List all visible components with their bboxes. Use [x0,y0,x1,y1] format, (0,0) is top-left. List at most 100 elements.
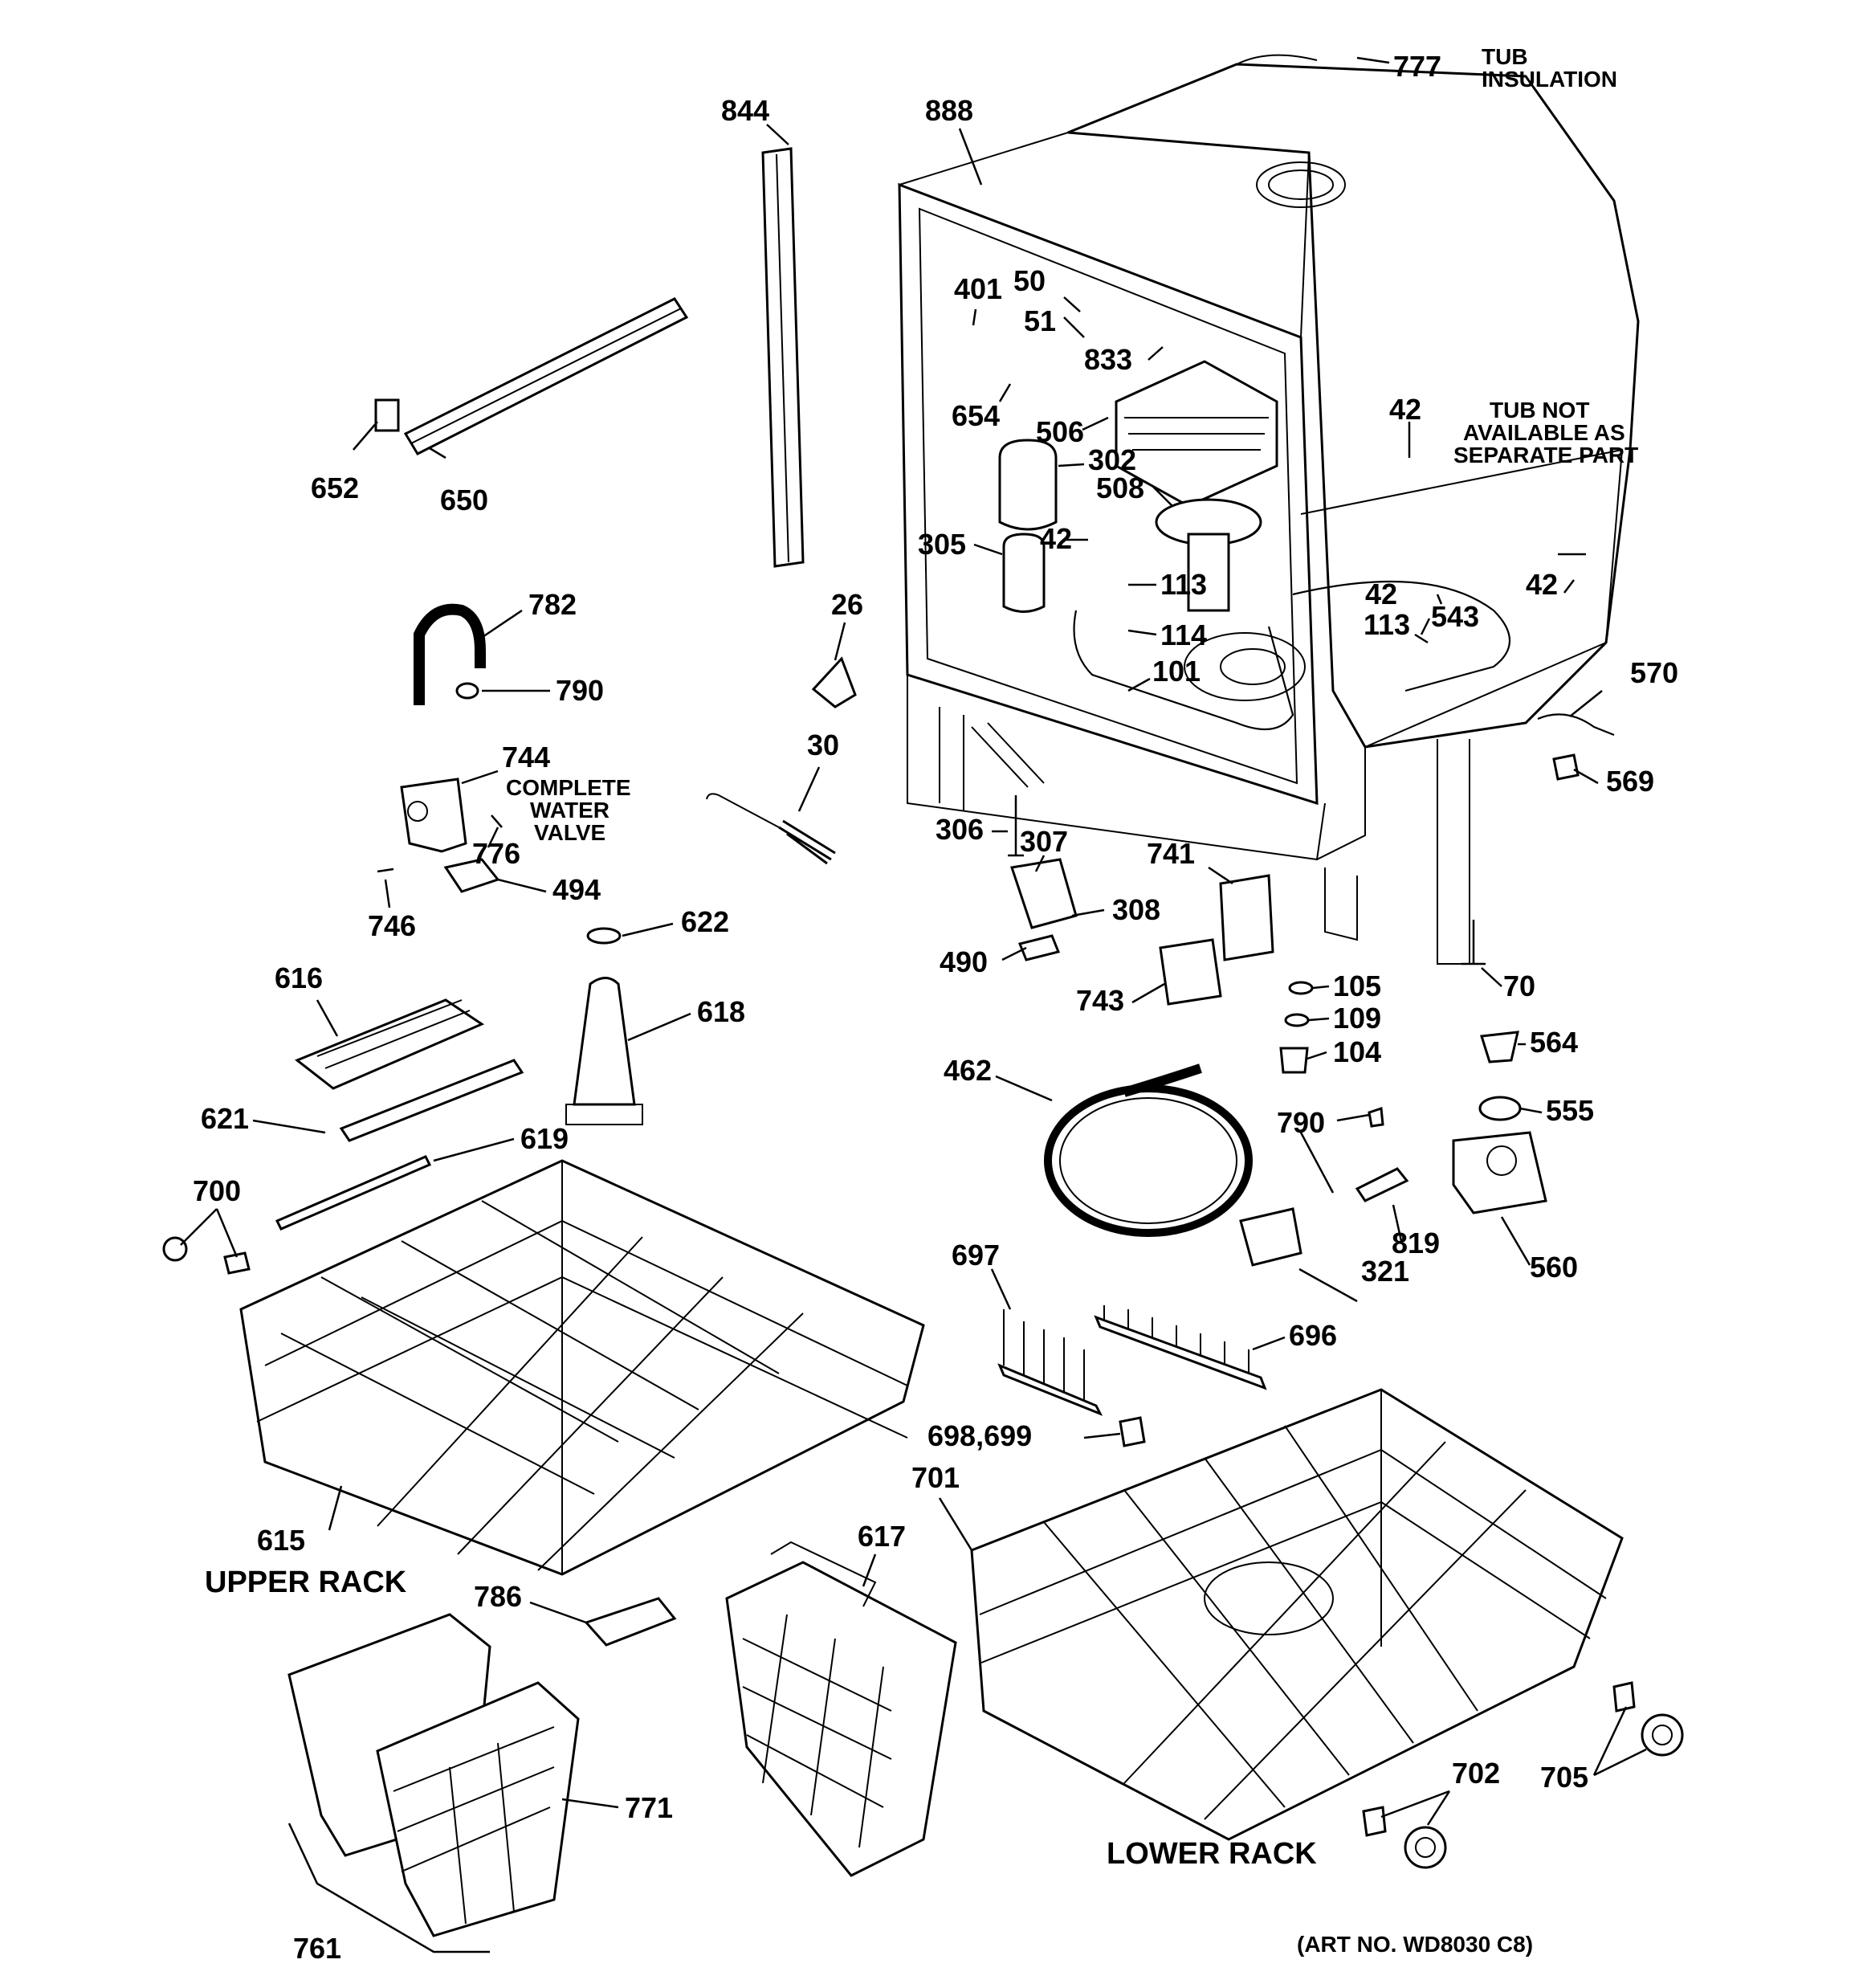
caption-lower-rack: LOWER RACK [1107,1837,1317,1871]
callout-654: 654 [952,399,1000,432]
callout-888: 888 [925,94,973,127]
callout-697: 697 [952,1239,1000,1272]
callout-101: 101 [1152,655,1201,688]
part-305-shape [1002,533,1046,613]
callout-26: 26 [831,588,863,621]
callout-746: 746 [368,909,416,942]
filter-506-shape [1115,360,1278,508]
clip-698-699-shape [1119,1416,1146,1447]
label-complete-water-valve-line2: WATER [530,798,609,823]
callout-109: 109 [1333,1002,1381,1035]
callout-771: 771 [625,1791,673,1824]
clamp-790-shape [455,682,479,700]
callout-621: 621 [201,1102,249,1135]
callout-50: 50 [1013,264,1046,297]
callout-30: 30 [807,729,839,761]
part-569-shape [1552,753,1580,781]
label-tub-insulation-line2: INSULATION [1482,67,1617,92]
spring-30-shape [706,793,780,828]
callout-555: 555 [1546,1094,1594,1127]
callout-570: 570 [1630,656,1678,689]
callout-652: 652 [311,471,359,504]
tower-618-shape [573,977,636,1106]
tines-697-shape [997,1309,1103,1416]
baskets-771-761-shape [287,1613,580,1937]
callout-790-b: 790 [1277,1106,1325,1139]
lower-rack-701-shape [970,1388,1624,1841]
callout-569: 569 [1606,765,1654,798]
label-tub-insulation-line1: TUB [1482,44,1528,69]
callout-700: 700 [193,1174,241,1207]
callout-462: 462 [944,1054,992,1087]
part-786-shape [584,1597,677,1647]
callout-306: 306 [936,813,984,846]
callout-543: 543 [1431,600,1479,633]
callout-490: 490 [940,945,988,978]
part-564-shape [1480,1031,1519,1063]
callout-302: 302 [1088,443,1136,476]
callout-744: 744 [502,741,550,774]
callout-741: 741 [1147,837,1195,870]
part-302-shape [998,439,1058,531]
callout-761: 761 [293,1932,341,1965]
hose-782-shape [414,603,486,705]
clip-652-shape [374,398,400,432]
callout-743: 743 [1076,984,1124,1017]
callout-790-a: 790 [556,674,604,707]
leg-70-shape [1461,920,1486,965]
leader-lines [180,56,1647,1953]
part-570-shape [1537,713,1615,737]
label-complete-water-valve-line1: COMPLETE [506,775,631,800]
valve-321-shape [1239,1207,1302,1267]
pump-560-shape [1452,1131,1547,1214]
part-700b-shape [223,1251,251,1275]
part-104-shape [1279,1047,1309,1074]
callout-617: 617 [858,1520,906,1553]
callout-705: 705 [1540,1761,1588,1794]
callout-labels: 777 TUB INSULATION 844 888 401 50 51 833… [193,44,1678,1965]
callout-42-b: 42 [1389,393,1421,426]
callout-782: 782 [528,588,577,621]
callout-494: 494 [552,873,601,906]
hose-819-shape [1355,1167,1409,1202]
callout-308: 308 [1112,893,1160,926]
callout-650: 650 [440,484,488,516]
callout-307: 307 [1020,825,1068,858]
clip-705-shape [1612,1681,1636,1712]
part-622-shape [586,927,622,945]
washer-109-shape [1284,1013,1310,1027]
part-700-shape [162,1236,188,1262]
callout-698-699: 698,699 [927,1419,1032,1452]
part-621-shape [339,1059,524,1142]
part-26-shape [811,656,857,708]
label-tub-not-available-line2: AVAILABLE AS [1463,420,1625,445]
callout-618: 618 [697,995,745,1028]
clip-702-shape [1362,1806,1387,1837]
callout-616: 616 [275,961,323,994]
bracket-741-shape [1219,874,1274,961]
callout-560: 560 [1530,1251,1578,1284]
callout-786: 786 [474,1580,522,1613]
callout-42-d: 42 [1365,578,1397,610]
clamp-790b-shape [1368,1106,1384,1128]
callout-42-a: 42 [1040,522,1072,555]
wheel-702-shape [1404,1826,1447,1869]
washer-105-shape [1288,981,1314,995]
callout-113-b: 113 [1364,608,1410,641]
callout-619: 619 [520,1122,569,1155]
wheel-705-shape [1641,1713,1684,1757]
callout-833: 833 [1084,343,1132,376]
callout-564: 564 [1530,1026,1578,1059]
callout-702: 702 [1452,1757,1500,1790]
oring-555-shape [1478,1096,1522,1121]
callout-615: 615 [257,1524,305,1557]
callout-701: 701 [911,1461,960,1494]
drain-hose-462-shape [1044,1063,1253,1237]
art-number: (ART NO. WD8030 C8) [1297,1932,1533,1957]
label-complete-water-valve-line3: VALVE [534,820,605,845]
callout-844: 844 [721,94,769,127]
screw-746-shape [377,867,394,873]
water-valve-744-shape [400,778,467,853]
callout-622: 622 [681,905,729,938]
callout-776: 776 [472,837,520,870]
